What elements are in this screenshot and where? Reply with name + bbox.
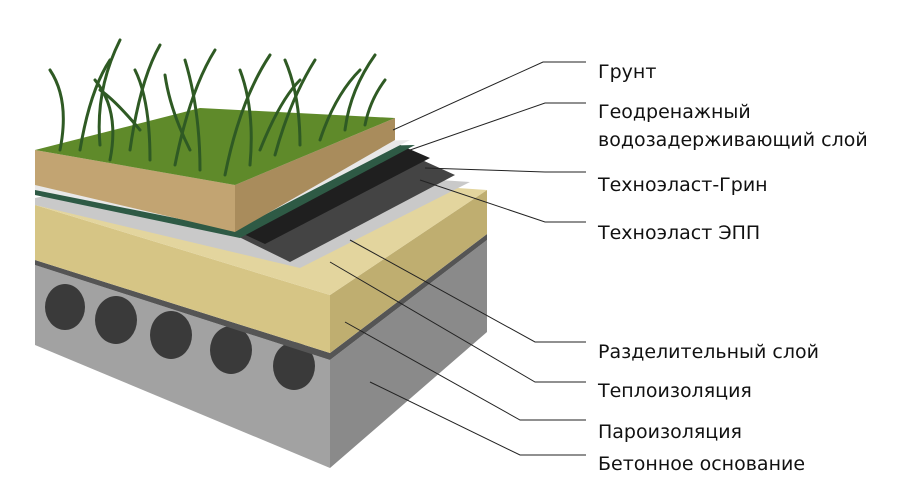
label-concrete-base: Бетонное основание bbox=[598, 453, 806, 475]
label-separating-layer: Разделительный слой bbox=[598, 341, 819, 363]
concrete-slab bbox=[35, 240, 487, 468]
label-insulation: Теплоизоляция bbox=[598, 380, 752, 402]
technoelast-green-layer bbox=[235, 145, 430, 244]
label-technoelast-epp: Техноэласт ЭПП bbox=[598, 222, 761, 244]
leader-lines bbox=[329, 61, 586, 456]
vapor-barrier-layer bbox=[35, 234, 487, 360]
grass bbox=[48, 38, 387, 177]
label-geodrain-line1: Геодренажный bbox=[598, 101, 751, 123]
technoelast-epp-layer bbox=[235, 150, 455, 262]
label-geodrain-line2: водозадерживающий слой bbox=[598, 129, 868, 151]
label-technoelast-green: Техноэласт-Грин bbox=[598, 174, 768, 196]
soil-layer bbox=[35, 108, 395, 232]
label-vapor-barrier: Пароизоляция bbox=[598, 421, 742, 443]
label-soil: Грунт bbox=[598, 61, 657, 83]
